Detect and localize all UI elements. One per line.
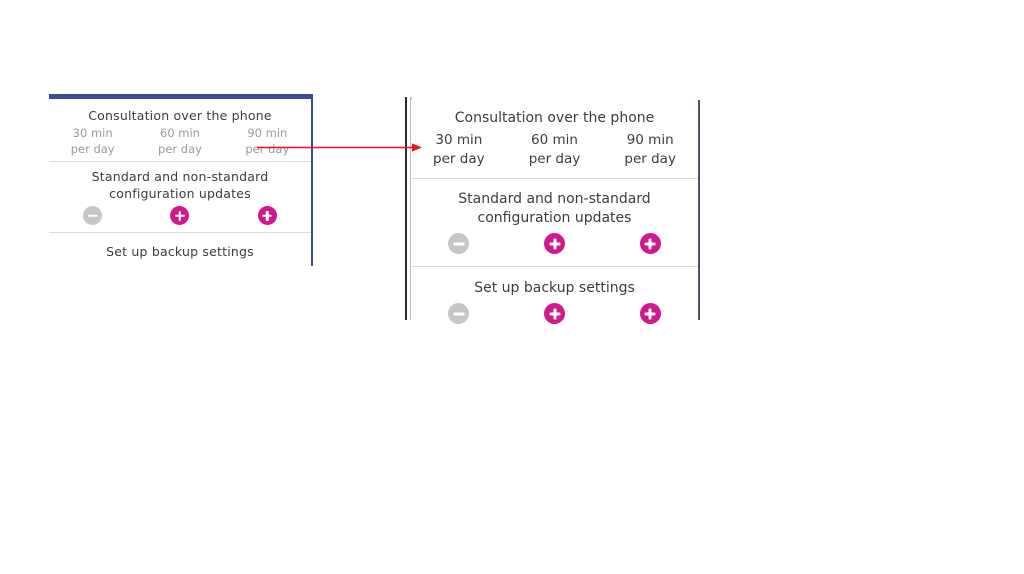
control-cell-30min (411, 303, 507, 324)
plus-icon[interactable] (257, 206, 277, 225)
plus-icon[interactable] (639, 233, 661, 254)
row-divider (411, 178, 698, 179)
table-header-title: Consultation over the phone (454, 110, 655, 126)
plan-option-90min-line2: per day (245, 142, 290, 156)
plus-icon[interactable] (544, 233, 565, 254)
plan-option-30min-line1: 30 min (435, 132, 483, 148)
plan-option-30min[interactable]: 30 min per day (49, 125, 136, 161)
zoom-guide-rail-dark (405, 97, 407, 320)
control-cell-60min (507, 233, 603, 254)
table-header-title: Consultation over the phone (88, 108, 272, 123)
plus-icon[interactable] (544, 303, 565, 324)
feature-title-backup-settings: Set up backup settings (474, 280, 635, 296)
plan-option-90min-line1: 90 min (626, 132, 674, 148)
plan-option-60min[interactable]: 60 min per day (136, 125, 223, 161)
plan-option-90min-line1: 90 min (247, 126, 288, 140)
plus-icon[interactable] (639, 303, 661, 324)
control-cell-30min (49, 205, 136, 225)
row-divider (49, 232, 311, 233)
zoomed-product-table: Consultation over the phone 30 min per d… (411, 100, 700, 324)
plan-option-row: 30 min per day 60 min per day 90 min per… (411, 131, 698, 178)
plan-option-60min-line1: 60 min (531, 132, 578, 148)
source-product-table: Consultation over the phone 30 min per d… (49, 94, 313, 266)
feature-row-config-updates: Standard and non-standard configuration … (49, 162, 311, 205)
plan-option-60min[interactable]: 60 min per day (507, 131, 603, 178)
control-cell-90min (224, 205, 311, 225)
minus-icon[interactable] (448, 303, 470, 324)
feature-row-backup-settings: Set up backup settings (411, 267, 698, 303)
row-divider (411, 266, 698, 267)
plan-option-30min-line1: 30 min (72, 126, 113, 140)
plan-option-30min-line2: per day (70, 142, 115, 156)
plus-icon[interactable] (170, 206, 190, 225)
plan-option-90min[interactable]: 90 min per day (224, 125, 311, 161)
plan-option-row: 30 min per day 60 min per day 90 min per… (49, 125, 311, 161)
plan-option-90min[interactable]: 90 min per day (602, 131, 698, 178)
feature-controls-backup-settings (411, 303, 698, 336)
control-cell-60min (136, 205, 223, 225)
plan-option-30min[interactable]: 30 min per day (411, 131, 507, 178)
feature-controls-config-updates (49, 205, 311, 232)
control-cell-90min (602, 303, 698, 324)
feature-controls-config-updates (411, 233, 698, 266)
control-cell-90min (602, 233, 698, 254)
minus-icon[interactable] (83, 206, 103, 225)
plan-option-60min-line1: 60 min (160, 126, 200, 140)
row-divider (49, 161, 311, 162)
plan-option-30min-line2: per day (433, 151, 485, 167)
table-header: Consultation over the phone (411, 100, 698, 131)
feature-row-config-updates: Standard and non-standard configuration … (411, 179, 698, 233)
feature-row-backup-settings: Set up backup settings (49, 233, 311, 269)
plan-option-60min-line2: per day (528, 151, 581, 167)
control-cell-60min (507, 303, 603, 324)
plan-option-90min-line2: per day (624, 151, 676, 167)
feature-title-config-updates: Standard and non-standard configuration … (458, 191, 651, 226)
plan-option-60min-line2: per day (158, 142, 202, 156)
table-header: Consultation over the phone (49, 99, 311, 125)
feature-title-backup-settings: Set up backup settings (106, 244, 254, 259)
control-cell-30min (411, 233, 507, 254)
minus-icon[interactable] (448, 233, 470, 254)
feature-title-config-updates: Standard and non-standard configuration … (91, 169, 269, 201)
